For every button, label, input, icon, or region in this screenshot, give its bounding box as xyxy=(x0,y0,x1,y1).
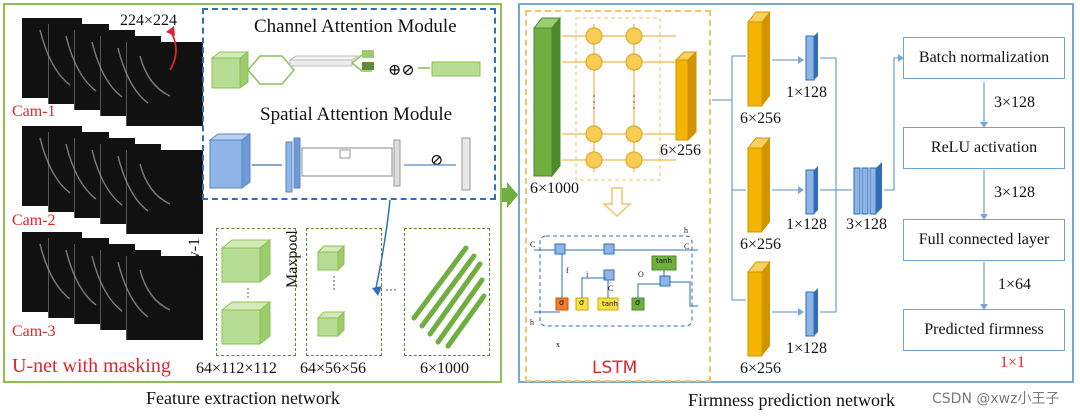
out-dim: 6×1000 xyxy=(420,360,470,377)
batch-normalization-label: Batch normalization xyxy=(918,49,1050,66)
vector-dim-2: 1×128 xyxy=(786,216,828,233)
lstm-sigma-2: σ xyxy=(579,298,585,307)
unet-label: U-net with masking xyxy=(12,355,171,377)
lstm-ct: C xyxy=(684,242,690,251)
lstm-cprev: C xyxy=(530,240,536,249)
lstm-it: i xyxy=(586,270,589,279)
lstm-ft: f xyxy=(566,266,569,275)
batch-normalization-box: Batch normalization xyxy=(903,37,1065,79)
full-connected-layer-label: Full connected layer xyxy=(918,231,1050,248)
lstm-input-dim: 6×1000 xyxy=(530,180,580,197)
lstm-box xyxy=(525,10,711,382)
firmness-prediction-panel xyxy=(518,3,1074,383)
branch-dim-3: 6×256 xyxy=(740,360,782,377)
lstm-tanh-top: tanh xyxy=(656,257,672,265)
feature-extraction-caption: Feature extraction network xyxy=(146,388,340,408)
predicted-firmness-box: Predicted firmness xyxy=(903,309,1065,351)
attention-module-box xyxy=(202,8,496,200)
step-dim-2: 3×128 xyxy=(994,184,1036,201)
watermark: CSDN @xwz小王子 xyxy=(932,391,1060,407)
input-size-label: 224×224 xyxy=(120,12,178,29)
branch-dim-1: 6×256 xyxy=(740,110,782,127)
lstm-sigma-1: σ xyxy=(559,298,565,307)
full-connected-layer-box: Full connected layer xyxy=(903,219,1065,261)
cam-3-label: Cam-3 xyxy=(12,323,56,340)
pool-dim: 64×56×56 xyxy=(300,360,367,377)
vector-dim-1: 1×128 xyxy=(786,84,828,101)
concat-dim: 3×128 xyxy=(846,216,888,233)
maxpool-box xyxy=(306,228,382,356)
lstm-ctilde: C xyxy=(608,284,614,293)
channel-ops: ⊕⊘ xyxy=(388,62,415,79)
conv-dim: 64×112×112 xyxy=(196,360,277,377)
output-dim: 1×1 xyxy=(1000,354,1026,371)
firmness-prediction-caption: Firmness prediction network xyxy=(688,390,895,410)
spatial-attention-title: Spatial Attention Module xyxy=(260,104,453,125)
step-dim-3: 1×64 xyxy=(998,276,1032,293)
lstm-ht: h xyxy=(684,226,688,235)
relu-activation-box: ReLU activation xyxy=(903,127,1065,169)
vector-dim-3: 1×128 xyxy=(786,340,828,357)
output-box xyxy=(404,228,490,356)
branch-dim-2: 6×256 xyxy=(740,236,782,253)
predicted-firmness-label: Predicted firmness xyxy=(924,321,1044,338)
lstm-sigma-3: σ xyxy=(635,298,641,307)
relu-activation-label: ReLU activation xyxy=(930,139,1038,156)
feature-extraction-panel xyxy=(3,3,502,383)
cam-2-label: Cam-2 xyxy=(12,212,56,229)
lstm-xt: x xyxy=(556,340,560,349)
step-dim-1: 3×128 xyxy=(994,94,1036,111)
lstm-label: LSTM xyxy=(592,358,638,378)
channel-attention-title: Channel Attention Module xyxy=(254,16,457,37)
lstm-out-dim: 6×256 xyxy=(660,142,702,159)
cam-1-label: Cam-1 xyxy=(12,103,56,120)
lstm-tanh-bottom: tanh xyxy=(602,300,618,308)
lstm-hprev: h xyxy=(530,318,534,327)
lstm-ot: O xyxy=(638,270,644,279)
conv-box xyxy=(216,228,296,356)
